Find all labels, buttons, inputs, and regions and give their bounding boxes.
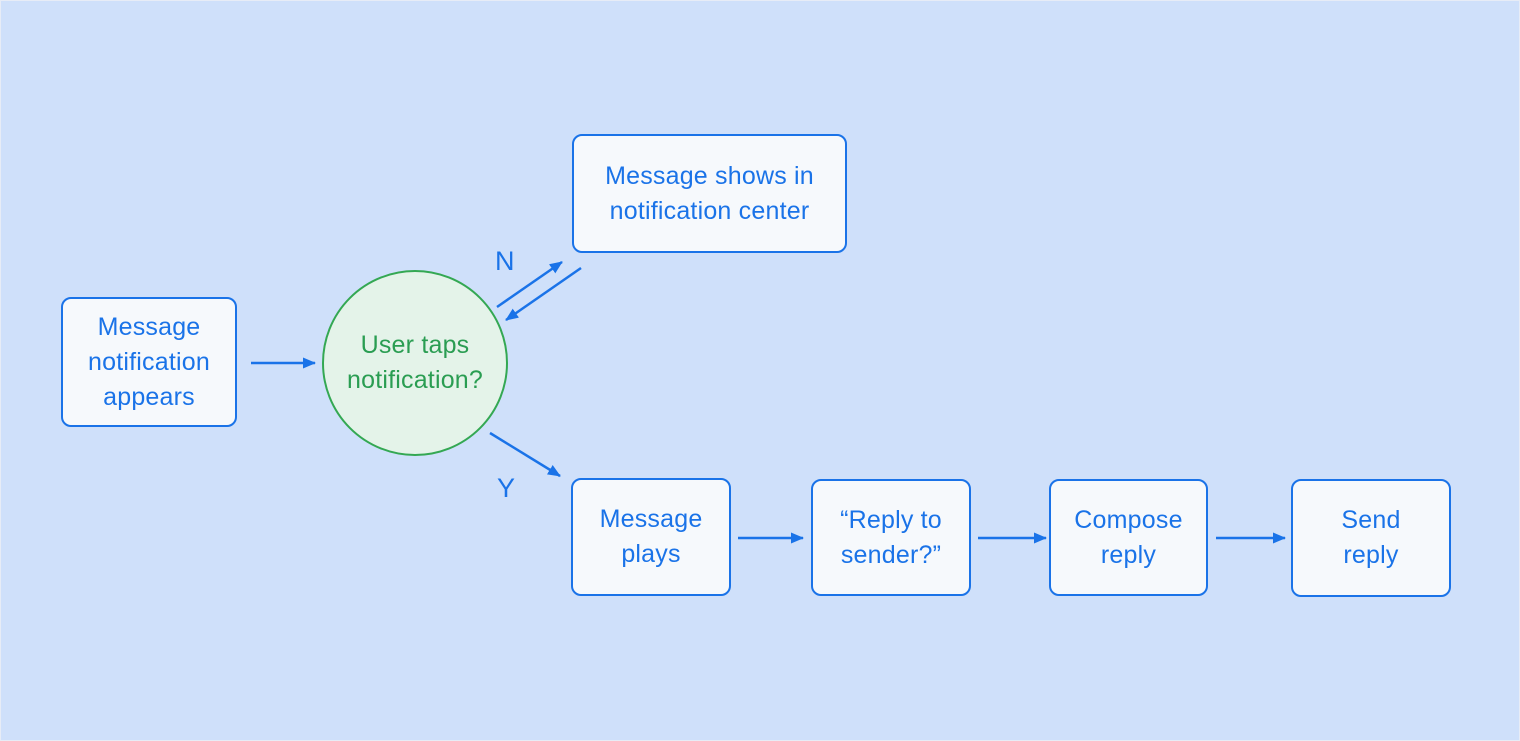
edge-label-no: N <box>495 246 515 276</box>
edge-label-yes: Y <box>497 473 516 503</box>
node-message-shows-in-notification-center: Message shows in notification center <box>572 134 847 253</box>
arrow-decision-to-message-plays <box>489 431 561 478</box>
node-send-reply: Send reply <box>1291 479 1451 597</box>
node-compose-reply: Compose reply <box>1049 479 1208 596</box>
node-user-taps-notification-decision: User taps notification? <box>322 270 508 456</box>
node-reply-to-sender: “Reply to sender?” <box>811 479 971 596</box>
node-message-plays: Message plays <box>571 478 731 596</box>
arrow-notification-center-to-decision <box>505 266 582 322</box>
node-message-notification-appears: Message notification appears <box>61 297 237 427</box>
